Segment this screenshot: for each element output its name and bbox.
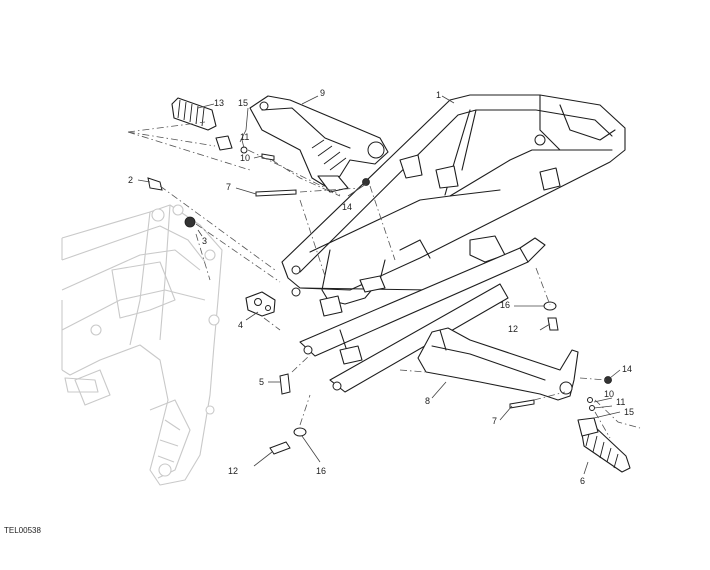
footpeg-bracket-upper (249, 95, 389, 193)
rear-subframe-lower-rails (299, 237, 546, 393)
footpeg-lower (577, 417, 631, 473)
callout-11-upper: 11 (240, 132, 249, 142)
callout-16-right: 16 (500, 300, 510, 310)
callout-12-right: 12 (508, 324, 518, 334)
callout-8: 8 (425, 396, 430, 406)
callout-11-lower: 11 (616, 397, 625, 407)
callout-14-lower: 14 (622, 364, 632, 374)
callout-5: 5 (259, 377, 264, 387)
fasteners (147, 135, 612, 455)
callout-6: 6 (580, 476, 585, 486)
callout-14-upper: 14 (342, 202, 352, 212)
callout-16-lower: 16 (316, 466, 326, 476)
callout-7-lower: 7 (492, 416, 497, 426)
callout-2: 2 (128, 175, 133, 185)
footpeg-bracket-lower (417, 327, 579, 401)
callout-7-upper: 7 (226, 182, 231, 192)
assembly-lines (127, 121, 641, 439)
callout-4: 4 (238, 320, 243, 330)
rear-subframe (281, 94, 626, 305)
plate-part-4 (245, 291, 276, 317)
callout-labels: 1 2 3 4 5 6 7 7 8 9 10 10 11 11 12 12 13… (4, 88, 634, 535)
callout-3: 3 (202, 236, 207, 246)
callout-9: 9 (320, 88, 325, 98)
footpeg-upper (171, 97, 217, 131)
callout-1: 1 (436, 90, 441, 100)
callout-15-lower: 15 (624, 407, 634, 417)
callout-13: 13 (214, 98, 224, 108)
callout-12-lower: 12 (228, 466, 238, 476)
callout-10-lower: 10 (604, 389, 614, 399)
callout-15-upper: 15 (238, 98, 248, 108)
leader-lines (137, 95, 621, 475)
callout-10-upper: 10 (240, 153, 250, 163)
main-frame-ghost (61, 204, 223, 486)
drawing-code: TEL00538 (4, 526, 41, 535)
